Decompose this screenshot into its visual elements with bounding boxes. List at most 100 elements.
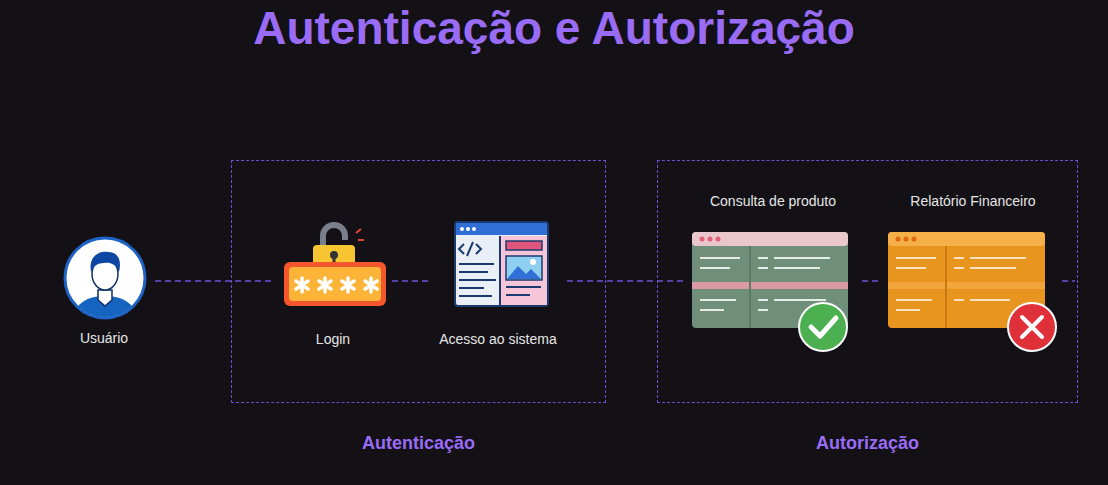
group-label: Autorização	[658, 431, 1077, 455]
illustration-part	[758, 267, 768, 269]
node-label: Usuário	[53, 329, 155, 347]
illustration-part	[954, 257, 964, 259]
illustration-part	[896, 309, 920, 311]
illustration-part	[459, 263, 494, 265]
illustration-part	[499, 236, 501, 305]
illustration-part	[459, 242, 481, 256]
illustration-part	[455, 222, 548, 306]
illustration-part	[811, 318, 836, 336]
node-label: Consulta de produto	[684, 192, 862, 210]
illustration-part	[323, 225, 345, 248]
allowed-window	[692, 232, 848, 351]
node-label: Login	[274, 330, 392, 348]
illustration-part	[700, 257, 740, 259]
user-node: Usuário	[53, 236, 155, 350]
illustration-part	[356, 229, 361, 233]
illustration-part	[774, 267, 820, 269]
illustration-part	[506, 241, 542, 250]
dashed-line	[1062, 280, 1075, 282]
illustration-part	[460, 227, 464, 231]
login-icon	[284, 225, 386, 306]
illustration-part	[296, 278, 308, 292]
dashed-connector	[567, 280, 684, 282]
illustration-part	[65, 238, 145, 318]
illustration-part	[506, 294, 530, 296]
icon-node: Acesso ao sistema	[429, 216, 567, 351]
illustration-part	[700, 258, 830, 310]
illustration-part	[896, 258, 1026, 310]
illustration-part	[456, 223, 547, 235]
illustration-part	[319, 278, 331, 292]
illustration-part	[459, 264, 496, 296]
illustration-part	[758, 257, 768, 259]
illustration-part	[896, 267, 926, 269]
illustration-part	[774, 257, 830, 259]
illustration-part	[692, 232, 848, 246]
illustration-part	[459, 279, 496, 281]
window-node: Consulta de produto	[684, 186, 862, 361]
node-label: Acesso ao sistema	[429, 330, 567, 348]
group-box: AutenticaçãoLoginAcesso ao sistema	[231, 160, 606, 403]
denied-window	[888, 232, 1056, 351]
group-box: AutorizaçãoConsulta de produtoRelatório …	[657, 160, 1078, 403]
illustration-part	[700, 267, 730, 269]
illustration-part	[91, 252, 120, 272]
illustration-part	[70, 252, 140, 330]
illustration-part	[896, 299, 932, 301]
illustration-part	[296, 278, 377, 292]
browser-icon	[455, 222, 548, 306]
dashed-connector	[862, 280, 879, 282]
illustration-part	[896, 237, 901, 242]
illustration-part	[904, 237, 909, 242]
illustration-part	[507, 266, 541, 279]
illustration-part	[692, 282, 848, 289]
illustration-part	[459, 287, 484, 289]
illustration-part	[700, 299, 736, 301]
dashed-connector	[392, 280, 429, 282]
user-avatar	[65, 238, 145, 330]
illustration-part	[530, 259, 536, 265]
illustration-part	[716, 237, 721, 242]
illustration-part	[970, 257, 1026, 259]
window-node: Relatório Financeiro	[879, 186, 1067, 361]
illustration-part	[1008, 303, 1056, 351]
illustration-part	[284, 262, 386, 306]
illustration-part	[888, 232, 1045, 246]
illustration-part	[970, 299, 1010, 301]
illustration-part	[459, 295, 492, 297]
illustration-part	[799, 303, 847, 351]
illustration-part	[358, 239, 364, 241]
illustration-part	[289, 267, 381, 301]
dashed-connector	[155, 280, 274, 282]
illustration-part	[954, 299, 964, 301]
illustration-part	[501, 236, 547, 305]
icon-node: Login	[274, 216, 392, 351]
illustration-part	[506, 256, 542, 280]
illustration-part	[758, 299, 768, 301]
diagram-title: Autenticação e Autorização	[0, 0, 1108, 56]
illustration-part	[506, 286, 541, 288]
illustration-part	[758, 309, 768, 311]
illustration-part	[888, 282, 1045, 289]
illustration-part	[506, 287, 541, 295]
group-label: Autenticação	[232, 431, 605, 455]
illustration-part	[466, 227, 470, 231]
illustration-part	[98, 290, 112, 306]
illustration-part	[774, 299, 826, 301]
illustration-part	[708, 237, 713, 242]
illustration-part	[970, 267, 1016, 269]
illustration-part	[896, 257, 936, 259]
illustration-part	[749, 246, 751, 328]
illustration-part	[945, 246, 947, 328]
illustration-part	[700, 237, 705, 242]
illustration-part	[472, 227, 476, 231]
node-label: Relatório Financeiro	[879, 192, 1067, 210]
illustration-part	[912, 237, 917, 242]
illustration-part	[459, 271, 488, 273]
illustration-part	[342, 278, 354, 292]
illustration-part	[365, 278, 377, 292]
illustration-part	[1022, 317, 1042, 337]
illustration-part	[700, 309, 724, 311]
